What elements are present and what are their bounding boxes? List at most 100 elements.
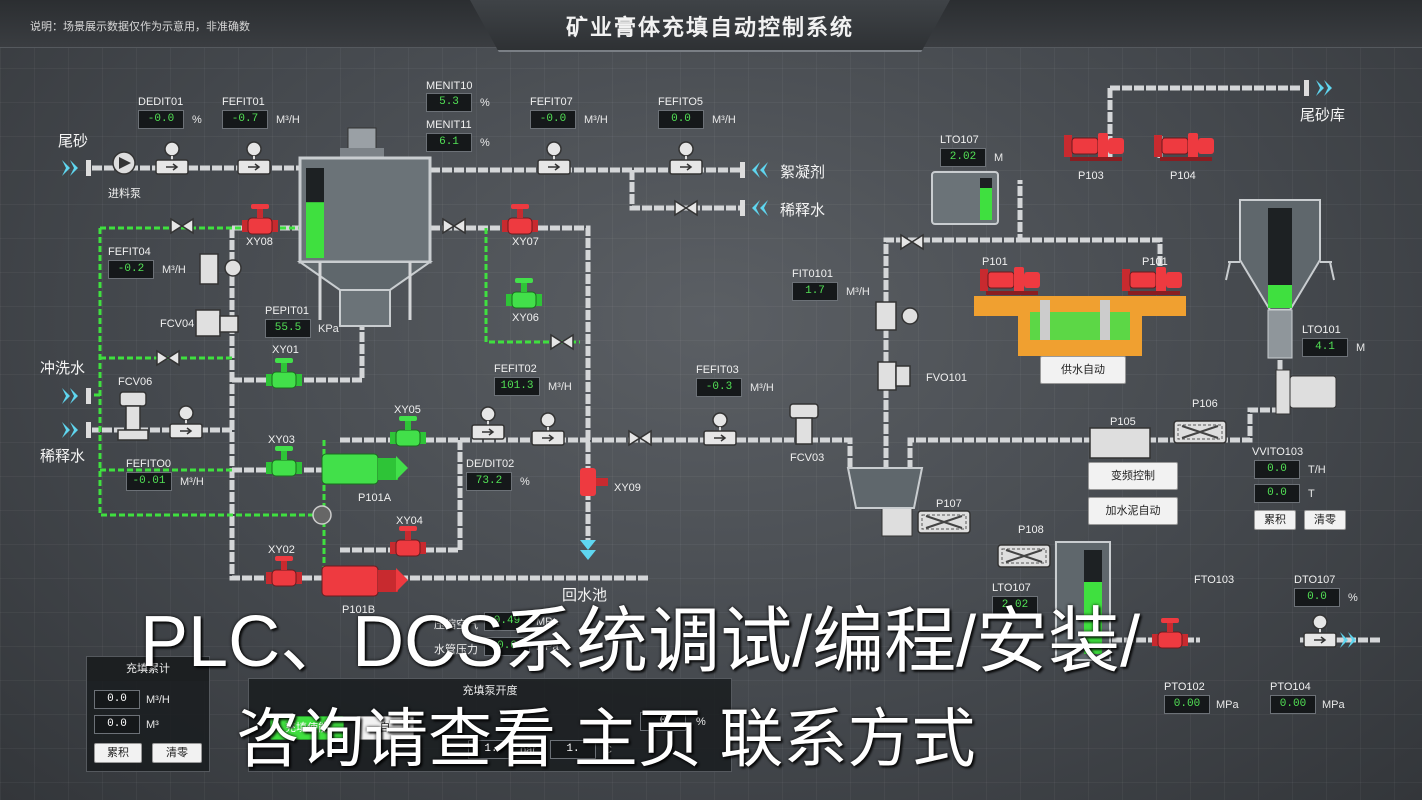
pump-auto-button[interactable]: 自 — [356, 716, 414, 740]
valve-xy04-label[interactable]: XY04 — [396, 515, 423, 527]
fill-total-volume: 0.0 — [94, 715, 140, 734]
conveyor-p106-label[interactable]: P106 — [1192, 398, 1218, 410]
menit11-tag: MENIT11 — [426, 119, 472, 131]
fefit02-value: 101.3 — [494, 377, 540, 396]
fefit07-tag: FEFIT07 — [530, 96, 573, 108]
fefito0-unit: M³/H — [180, 476, 204, 488]
fefito0-value: -0.01 — [126, 472, 172, 491]
pump-p101-left-label[interactable]: P101 — [982, 256, 1008, 268]
feed-pump-label: 进料泵 — [108, 188, 141, 200]
menit10-tag: MENIT10 — [426, 80, 473, 92]
fefit07-value: -0.0 — [530, 110, 576, 129]
pump-p101a-label[interactable]: P101A — [358, 492, 392, 504]
pump-p101b-label[interactable]: P101B — [342, 604, 376, 616]
dilution-water-right-label: 稀释水 — [780, 202, 826, 219]
lto107b-tag: LTO107 — [992, 582, 1031, 594]
pto104-value: 0.00 — [1270, 695, 1316, 714]
fto103-tag: FTO103 — [1194, 574, 1235, 586]
pump-opening-title: 充填泵开度 — [462, 685, 518, 697]
air-pressure-label: 压缩空气 — [434, 619, 478, 631]
lto107-tag: LTO107 — [940, 134, 979, 146]
pump-freq-unit: C — [604, 744, 612, 756]
cement-auto-button[interactable]: 加水泥自动 — [1088, 497, 1178, 525]
fefit04-value: -0.2 — [108, 260, 154, 279]
menit11-value: 6.1 — [426, 133, 472, 152]
fefit02-unit: M³/H — [548, 381, 572, 393]
fefit03-value: -0.3 — [696, 378, 742, 397]
lto107b-value: 2.02 — [992, 596, 1038, 615]
vfd-control-button[interactable]: 变频控制 — [1088, 462, 1178, 490]
water-auto-button[interactable]: 供水自动 — [1040, 356, 1126, 384]
pto102-value: 0.00 — [1164, 695, 1210, 714]
valve-fcv03-label[interactable]: FCV03 — [790, 452, 825, 464]
pump-opening-value[interactable]: 0 — [640, 712, 686, 731]
pto104-unit: MPa — [1322, 699, 1345, 711]
disclaimer-notice: 说明：场景展示数据仅作为示意用，非准确数 — [30, 21, 250, 33]
valve-xy02-label[interactable]: XY02 — [268, 544, 295, 556]
fit0101-unit: M³/H — [846, 286, 870, 298]
vvito103-rate: 0.0 — [1254, 460, 1300, 479]
page-title: 矿业膏体充填自动控制系统 — [565, 15, 854, 40]
valve-fvo101-label[interactable]: FVO101 — [926, 372, 967, 384]
pump-opening-unit: % — [696, 716, 706, 728]
fill-accumulate-button[interactable]: 累积 — [94, 743, 142, 763]
pump-p103-label[interactable]: P103 — [1078, 170, 1104, 182]
vvito103-rate-unit: T/H — [1308, 464, 1326, 476]
pump-p101-right-label[interactable]: P101 — [1142, 256, 1168, 268]
tailings-in-label: 尾砂 — [58, 133, 89, 150]
pto102-unit: MPa — [1216, 699, 1239, 711]
pump-p104-label[interactable]: P104 — [1170, 170, 1196, 182]
tailings-store-label: 尾砂库 — [1300, 107, 1346, 124]
fill-clear-button[interactable]: 清零 — [152, 743, 202, 763]
fefit02-tag: FEFIT02 — [494, 363, 537, 375]
air-pressure-unit: MPa — [536, 616, 559, 628]
pto104-tag: PTO104 — [1270, 681, 1311, 693]
dedit02-tag: DE/DIT02 — [466, 458, 515, 470]
dedit01-tag: DEDIT01 — [138, 96, 184, 108]
water-pressure-value: 0.6 — [484, 637, 530, 656]
vvito103-clear-button[interactable]: 清零 — [1304, 510, 1346, 530]
conveyor-p107-label[interactable]: P107 — [936, 498, 962, 510]
lto107-value: 2.02 — [940, 148, 986, 167]
pump-freq-value: 1. — [550, 740, 596, 759]
conveyor-p108-label[interactable]: P108 — [1018, 524, 1044, 536]
valve-xy08-label[interactable]: XY08 — [246, 236, 273, 248]
conveyor-p105-label[interactable]: P105 — [1110, 416, 1136, 428]
overlay-ad-line1: PLC、DCS系统调试/编程/安装/ — [140, 602, 1141, 682]
menit10-unit: % — [480, 97, 490, 109]
valve-fcv04-label[interactable]: FCV04 — [160, 318, 195, 330]
fill-enable-button[interactable]: 充填使能 — [270, 716, 344, 740]
dedit02-unit: % — [520, 476, 530, 488]
valve-xy07-label[interactable]: XY07 — [512, 236, 539, 248]
vvito103-total-unit: T — [1308, 488, 1315, 500]
fefit03-tag: FEFIT03 — [696, 364, 739, 376]
dedit01-unit: % — [192, 114, 202, 126]
dedit01-value: -0.0 — [138, 110, 184, 129]
fit0101-value: 1.7 — [792, 282, 838, 301]
valve-xy01-label[interactable]: XY01 — [272, 344, 299, 356]
fefito5-value: 0.0 — [658, 110, 704, 129]
pepit01-unit: KPa — [318, 323, 339, 335]
menit11-unit: % — [480, 137, 490, 149]
water-pressure-label: 水管压力 — [434, 644, 478, 656]
fill-total-title: 充填累计 — [87, 657, 209, 681]
valve-xy03-label[interactable]: XY03 — [268, 434, 295, 446]
fefit01-value: -0.7 — [222, 110, 268, 129]
pump-pressure-unit: bar — [520, 744, 536, 756]
vvito103-accumulate-button[interactable]: 累积 — [1254, 510, 1296, 530]
valve-xy05-label[interactable]: XY05 — [394, 404, 421, 416]
fefit04-tag: FEFIT04 — [108, 246, 151, 258]
return-pool-label: 回水池 — [562, 587, 608, 604]
vvito103-tag: VVITO103 — [1252, 446, 1304, 458]
valve-xy09-label[interactable]: XY09 — [614, 482, 641, 494]
valve-xy06-label[interactable]: XY06 — [512, 312, 539, 324]
valve-fcv06-label[interactable]: FCV06 — [118, 376, 153, 388]
air-pressure-value: 0.49 — [484, 612, 530, 631]
fefit07-unit: M³/H — [584, 114, 608, 126]
fefit01-tag: FEFIT01 — [222, 96, 265, 108]
fefit03-unit: M³/H — [750, 382, 774, 394]
dilution-water-left-label: 稀释水 — [40, 448, 86, 465]
flush-water-label: 冲洗水 — [40, 360, 86, 377]
title-plate — [470, 0, 950, 52]
